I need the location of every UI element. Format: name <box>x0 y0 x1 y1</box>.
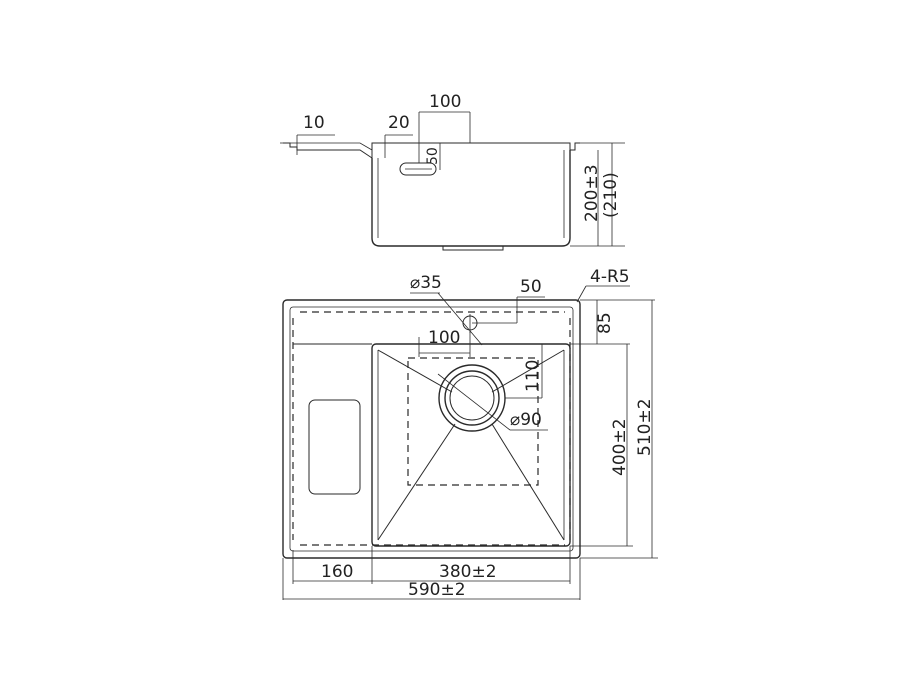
dim-back-rim-label: 85 <box>595 312 615 334</box>
bowl-diag-br <box>491 423 565 541</box>
dim-radius-leader <box>576 285 587 303</box>
dim-drain-diam-label: ⌀90 <box>510 410 542 430</box>
bowl-floor <box>407 357 539 486</box>
side-flange-top <box>280 142 373 151</box>
dim-depth-label: 200±3 <box>582 164 602 222</box>
dim-depth-total-label: (210) <box>601 172 621 218</box>
dim-tap-leader <box>437 292 483 346</box>
dim-overflow-label: 100 <box>429 92 461 112</box>
dim-sink-width-label: 590±2 <box>408 580 466 600</box>
dim-tap-center-label: 100 <box>428 328 460 348</box>
dim-overflow-height-label: 50 <box>425 147 441 165</box>
dim-radius-label: 4-R5 <box>590 267 630 287</box>
dim-drain-diam-leader <box>437 373 511 431</box>
dim-bowl-depth-label: 400±2 <box>610 418 630 476</box>
dim-sink-depth-label: 510±2 <box>635 398 655 456</box>
drain-mid <box>444 370 500 426</box>
bowl-diag-tr <box>491 349 565 393</box>
top-view: ⌀35 50 100 4-R5 85 110 ⌀90 400±2 <box>282 267 658 600</box>
side-overflow-slot <box>399 162 437 176</box>
top-inner-rim <box>289 306 574 552</box>
top-outer-rim <box>282 299 581 559</box>
dim-tap-label: ⌀35 <box>410 273 442 293</box>
dim-ledge-label: 20 <box>388 113 410 133</box>
bowl-diag-tl <box>377 349 453 393</box>
dim-bowl-width-label: 380±2 <box>439 562 497 582</box>
drain-outer <box>438 364 506 432</box>
drainboard-recess <box>308 399 361 495</box>
dim-drainboard-label: 160 <box>321 562 353 582</box>
drain-inner <box>449 375 495 421</box>
bowl-diag-bl <box>377 423 456 541</box>
bowl-outer <box>371 343 571 547</box>
side-drain <box>442 245 504 251</box>
dim-tap-offset-label: 50 <box>520 277 542 297</box>
dim-drain-offset-label: 110 <box>523 360 543 392</box>
side-view: 10 20 100 50 200±3 (210) <box>280 92 625 251</box>
dim-rim-label: 10 <box>303 113 325 133</box>
